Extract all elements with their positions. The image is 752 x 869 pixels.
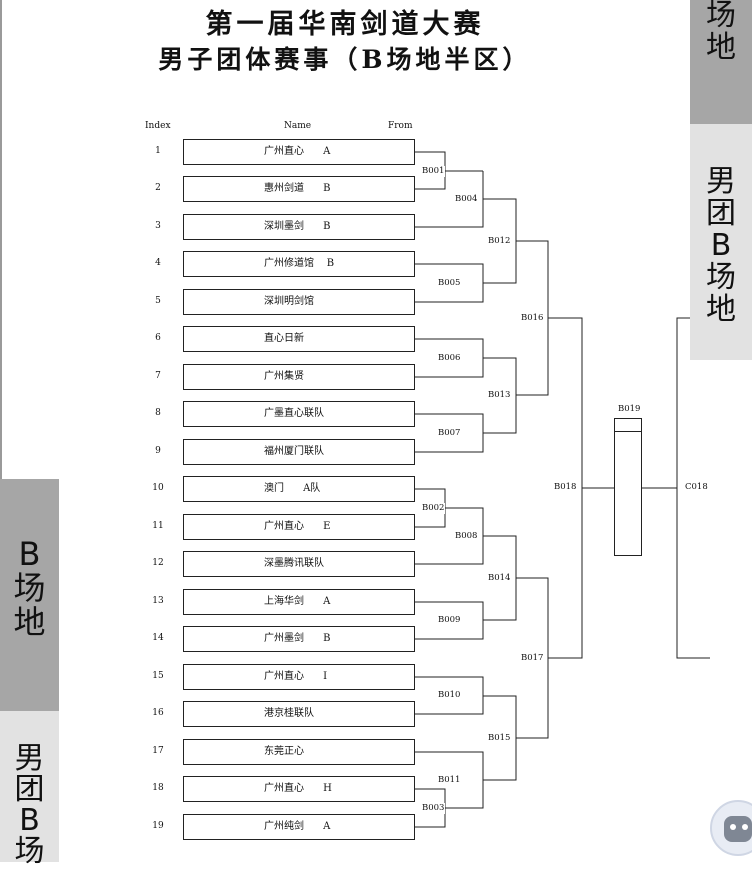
team-index: 12	[152, 558, 164, 568]
match-label: B016	[520, 313, 545, 324]
match-label: B017	[520, 653, 545, 664]
team-index: 5	[155, 296, 161, 306]
match-label: B006	[437, 353, 462, 364]
team-index: 2	[155, 183, 161, 193]
team-slot: 广州直心 H	[183, 776, 415, 802]
event-subtitle: 男子团体赛事（B场地半区）	[158, 45, 532, 74]
team-slot: 广州纯剑 A	[183, 814, 415, 840]
team-index: 17	[152, 746, 164, 756]
header-index: Index	[145, 121, 171, 131]
tournament-title: 第一届华南剑道大赛	[205, 9, 485, 40]
match-label: B002	[421, 503, 446, 514]
team-slot: 港京桂联队	[183, 701, 415, 727]
team-index: 19	[152, 821, 164, 831]
team-slot: 广州直心 E	[183, 514, 415, 540]
final-match-header	[614, 418, 642, 432]
team-slot: 深圳明剑馆	[183, 289, 415, 315]
team-index: 16	[152, 708, 164, 718]
tab-venue-top[interactable]: 场 地	[690, 0, 752, 124]
match-label: C018	[684, 482, 709, 493]
team-index: 18	[152, 783, 164, 793]
match-label: B012	[487, 236, 512, 247]
team-index: 11	[152, 521, 164, 531]
team-index: 14	[152, 633, 164, 643]
team-slot: 澳门 A队	[183, 476, 415, 502]
team-slot: 上海华剑 A	[183, 589, 415, 615]
team-index: 9	[155, 446, 161, 456]
team-slot: 广州墨剑 B	[183, 626, 415, 652]
match-label: B008	[454, 531, 479, 542]
team-slot: 深墨腾讯联队	[183, 551, 415, 577]
tab-men-team-b[interactable]: 男 团 B 场	[0, 711, 59, 867]
match-label: B013	[487, 390, 512, 401]
team-slot: 东莞正心	[183, 739, 415, 765]
team-index: 4	[155, 258, 161, 268]
team-index: 8	[155, 408, 161, 418]
final-match-box	[614, 418, 642, 556]
assistant-avatar-icon[interactable]	[710, 800, 752, 856]
team-slot: 广州直心 A	[183, 139, 415, 165]
team-index: 6	[155, 333, 161, 343]
bracket-line	[415, 171, 484, 228]
match-label: B005	[437, 278, 462, 289]
team-slot: 福州厦门联队	[183, 439, 415, 465]
team-index: 10	[152, 483, 164, 493]
team-slot: 广州集贤	[183, 364, 415, 390]
header-from: From	[388, 121, 413, 131]
match-label: B018	[553, 482, 578, 493]
match-label: B009	[437, 615, 462, 626]
match-label: B010	[437, 690, 462, 701]
match-label: B003	[421, 803, 446, 814]
header-name: Name	[284, 121, 312, 131]
match-label: B019	[617, 404, 642, 415]
team-index: 13	[152, 596, 164, 606]
team-index: 15	[152, 671, 164, 681]
team-slot: 惠州剑道 B	[183, 176, 415, 202]
team-slot: 广州直心 I	[183, 664, 415, 690]
team-slot: 直心日新	[183, 326, 415, 352]
team-index: 1	[155, 146, 161, 156]
tab-b-venue[interactable]: B 场 地	[0, 479, 59, 711]
match-label: B007	[437, 428, 462, 439]
match-label: B004	[454, 194, 479, 205]
team-slot: 广墨直心联队	[183, 401, 415, 427]
team-slot: 广州修道馆 B	[183, 251, 415, 277]
team-slot: 深圳墨剑 B	[183, 214, 415, 240]
match-label: B011	[437, 775, 462, 786]
match-label: B015	[487, 733, 512, 744]
tab-men-team-b-venue[interactable]: 男 团 B 场 地	[690, 124, 752, 360]
team-index: 7	[155, 371, 161, 381]
match-label: B001	[421, 166, 446, 177]
team-index: 3	[155, 221, 161, 231]
match-label: B014	[487, 573, 512, 584]
left-border	[0, 0, 2, 862]
